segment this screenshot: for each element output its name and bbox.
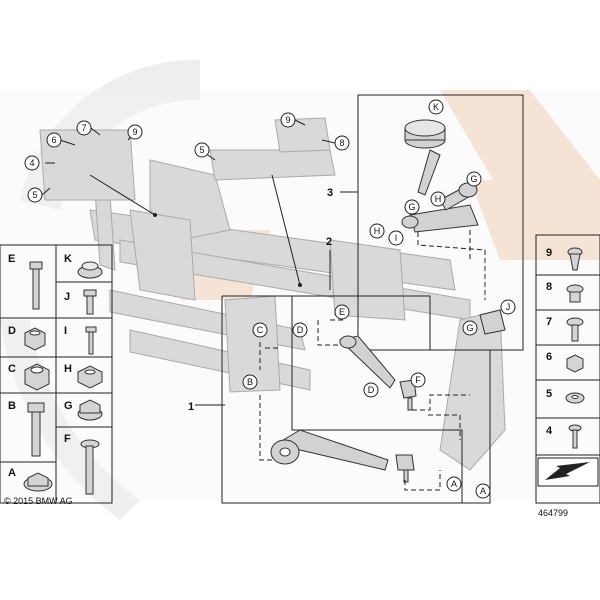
group-2-outline [222, 295, 491, 504]
callout-label: G [470, 174, 477, 184]
group-number: 1 [188, 401, 194, 413]
flange-nut-icon [77, 261, 103, 279]
callout-label: E [339, 307, 345, 317]
legend-key: G [64, 400, 73, 412]
callout-label: 9 [285, 115, 290, 125]
group-2-leader-lines [317, 319, 470, 440]
callout-label: 9 [132, 127, 137, 137]
legend-key: H [64, 363, 72, 375]
collar-nut-icon [23, 472, 53, 492]
legend-key: K [64, 253, 72, 265]
legend-key: C [8, 363, 16, 375]
clip-nut-icon [566, 284, 584, 303]
legend-key: 7 [546, 316, 552, 328]
callout-label: G [466, 323, 473, 333]
callout-label: H [435, 194, 442, 204]
left-legend-keys: E K J D I C H B G F A [8, 253, 73, 479]
callout-label: A [451, 479, 457, 489]
legend-key: E [8, 253, 15, 265]
callout-label: 8 [339, 138, 344, 148]
right-legend-frame [535, 234, 600, 504]
long-bolt-icon [27, 402, 45, 457]
nut-icon [566, 354, 584, 373]
flange-nut-icon [77, 399, 103, 421]
ball-joint-icon [395, 454, 415, 471]
small-bolt-icon [85, 326, 97, 355]
hex-nut-icon [24, 363, 50, 391]
callout-label: G [408, 202, 415, 212]
group-number: 2 [326, 236, 332, 248]
bolt-icon [29, 261, 43, 310]
flange-bolt-icon [80, 439, 100, 495]
bracket-icon [417, 149, 441, 196]
group-3-parts [401, 119, 506, 335]
washer-icon [565, 392, 585, 404]
copyright: © 2015 BMW AG [4, 496, 73, 506]
callout-label: B [247, 377, 253, 387]
bushing-cap-icon [404, 119, 446, 149]
legend-key: I [64, 325, 67, 337]
group-2-inner-outline [291, 296, 463, 503]
right-legend-grid [536, 274, 600, 456]
group-3-leader-lines [417, 230, 486, 300]
small-screw-icon [568, 424, 582, 449]
thin-nut-icon [77, 365, 103, 389]
group-1-box [221, 296, 462, 504]
expansion-rivet-icon [567, 247, 583, 271]
group-1-parts [270, 429, 415, 483]
group-number: 3 [327, 187, 333, 199]
legend-key: 4 [546, 425, 553, 437]
callout-label: 7 [81, 123, 86, 133]
callout-label: 5 [199, 145, 204, 155]
left-legend-grid [0, 245, 112, 503]
legend-key: 8 [546, 281, 552, 293]
legend-key: 5 [546, 388, 552, 400]
callout-label: A [480, 486, 486, 496]
diagram-number: 464799 [538, 508, 569, 518]
callout-lines [41, 119, 358, 406]
upper-control-arm-icon [401, 182, 479, 233]
legend-key: B [8, 400, 16, 412]
ball-joint-icon [479, 309, 506, 335]
right-legend-keys: 9 8 7 6 5 4 [546, 247, 553, 437]
short-bolt-icon [83, 289, 97, 315]
stud-icon [407, 397, 413, 411]
callout-label: 5 [32, 190, 37, 200]
legend-key: D [8, 325, 16, 337]
callout-label: F [415, 375, 421, 385]
callout-label: 6 [51, 135, 56, 145]
group-1-leader-lines [259, 342, 441, 491]
callout-label: C [257, 325, 264, 335]
legend-key: A [8, 467, 16, 479]
callout-label: K [433, 102, 439, 112]
hex-nut-icon [24, 327, 46, 351]
legend-key: 6 [546, 351, 552, 363]
legend-key: F [64, 433, 71, 445]
callout-label: D [297, 325, 304, 335]
callout-label: D [368, 385, 375, 395]
callout-label: J [506, 302, 511, 312]
legend-key: J [64, 291, 70, 303]
callout-label: H [374, 226, 381, 236]
callout-label: I [395, 233, 398, 243]
legend-key: 9 [546, 247, 552, 259]
callout-label: 4 [29, 158, 34, 168]
bushing-icon [339, 335, 357, 349]
screw-icon [566, 317, 584, 342]
direction-arrow-icon [537, 457, 599, 487]
